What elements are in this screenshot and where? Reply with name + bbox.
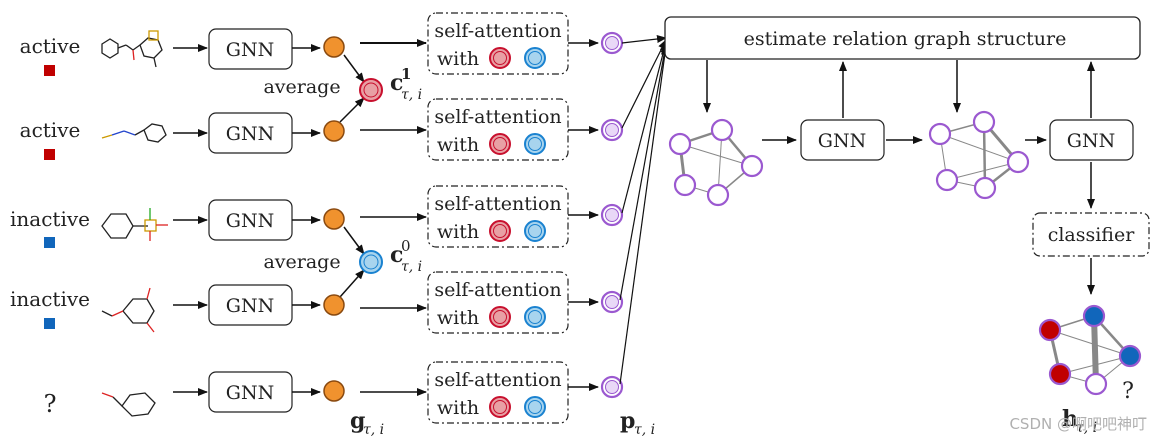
molecule-structure-1 xyxy=(101,30,163,68)
row-2-label: active xyxy=(20,118,81,142)
attention-line1-row-2: self-attention xyxy=(434,106,561,128)
molecule-structure-4 xyxy=(101,287,155,333)
average-label-1: average xyxy=(263,76,340,98)
average-c1-node xyxy=(359,78,383,102)
embedding-node-2 xyxy=(323,120,345,142)
embedding-node-5 xyxy=(323,380,345,402)
relation-graph-2 xyxy=(928,110,1030,200)
output-query-mark: ? xyxy=(1122,379,1134,404)
relation-graph-1 xyxy=(668,118,764,207)
output-node-query xyxy=(1084,372,1108,396)
g-subscript: τ, i xyxy=(363,422,384,438)
c1-superscript: 1 xyxy=(401,65,411,83)
classifier-box xyxy=(1032,212,1150,257)
gnn-label-row-2: GNN xyxy=(226,123,274,145)
gnn-label-row-5: GNN xyxy=(226,382,274,404)
output-node-active xyxy=(1038,318,1062,342)
attention-line1-row-1: self-attention xyxy=(434,20,561,42)
gnn-label-row-4: GNN xyxy=(226,295,274,317)
right-gnn-box-2 xyxy=(1049,119,1134,161)
attention-with-row-3: with xyxy=(437,221,479,243)
right-gnn-label-2: GNN xyxy=(1067,130,1115,152)
right-gnn-label-1: GNN xyxy=(818,130,866,152)
h-subscript: τ, i xyxy=(1076,420,1097,436)
g-label: g xyxy=(350,408,365,434)
relation-graph-box xyxy=(664,16,1141,60)
active-square-marker xyxy=(44,65,55,76)
h-label: h xyxy=(1062,406,1078,432)
active-prototype-node xyxy=(489,47,511,69)
arrow-to-avg-c0-b xyxy=(339,269,365,298)
row-1-label: active xyxy=(20,34,81,58)
row-4-label: inactive xyxy=(10,287,90,311)
attention-line1-row-5: self-attention xyxy=(434,369,561,391)
output-graph xyxy=(1038,304,1142,396)
inactive-prototype-node xyxy=(524,220,546,242)
attention-with-row-5: with xyxy=(437,397,479,419)
attention-with-row-2: with xyxy=(437,134,479,156)
average-label-2: average xyxy=(263,251,340,273)
embedding-node-4 xyxy=(323,294,345,316)
p-subscript: τ, i xyxy=(634,422,655,438)
arrow-to-avg-c1-a xyxy=(343,54,365,83)
embedding-node-1 xyxy=(323,36,345,58)
relation-graph-label: estimate relation graph structure xyxy=(744,28,1067,50)
molecule-structure-5 xyxy=(101,392,156,417)
attention-line1-row-3: self-attention xyxy=(434,193,561,215)
gnn-label-row-3: GNN xyxy=(226,210,274,232)
c1-subscript: τ, i xyxy=(401,87,422,103)
inactive-prototype-node xyxy=(524,133,546,155)
arrow-to-avg-c0-a xyxy=(343,226,365,255)
inactive-square-marker xyxy=(44,237,55,248)
active-prototype-node xyxy=(489,220,511,242)
output-node-inactive xyxy=(1082,304,1106,328)
c0-label: c xyxy=(390,242,403,268)
converging-arrows xyxy=(619,35,669,385)
gnn-box-row-1 xyxy=(208,28,293,70)
active-prototype-node xyxy=(489,396,511,418)
molecule-structure-3 xyxy=(101,208,168,241)
c1-label: c xyxy=(390,70,403,96)
inactive-square-marker xyxy=(44,318,55,329)
output-node-active xyxy=(1048,362,1072,386)
attention-line1-row-4: self-attention xyxy=(434,279,561,301)
active-prototype-node xyxy=(489,133,511,155)
average-c0-node xyxy=(359,250,383,274)
classifier-label: classifier xyxy=(1048,224,1136,246)
csdn-watermark: CSDN @啊吧吧神叮 xyxy=(1009,415,1147,433)
embedding-node-3 xyxy=(323,208,345,230)
c0-superscript: 0 xyxy=(401,237,411,255)
row-3-label: inactive xyxy=(10,207,90,231)
c0-subscript: τ, i xyxy=(401,259,422,275)
output-node-inactive xyxy=(1118,344,1142,368)
p-label: p xyxy=(620,408,635,434)
inactive-prototype-node xyxy=(524,396,546,418)
arrow-to-avg-c1-b xyxy=(339,97,365,123)
attention-with-row-1: with xyxy=(437,48,479,70)
query-row-label: ? xyxy=(44,390,57,418)
inactive-prototype-node xyxy=(524,306,546,328)
active-square-marker xyxy=(44,149,55,160)
active-prototype-node xyxy=(489,306,511,328)
inactive-prototype-node xyxy=(524,47,546,69)
attention-with-row-4: with xyxy=(437,307,479,329)
gnn-label-row-1: GNN xyxy=(226,39,274,61)
right-gnn-box-1 xyxy=(800,119,885,161)
molecule-structure-2 xyxy=(101,123,167,143)
